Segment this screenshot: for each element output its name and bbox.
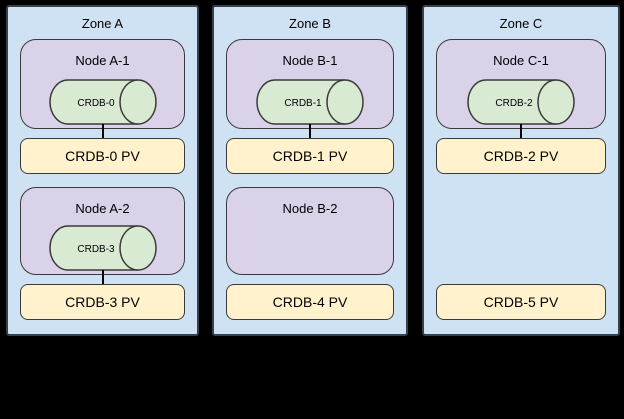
zone-c-title: Zone C [499,16,543,31]
connector-line [101,124,104,139]
database-cylinder-icon: CRDB-2 [467,79,575,125]
database-cylinder-icon: CRDB-1 [256,79,364,125]
node-a-1-title: Node A-1 [75,53,130,68]
pod-crdb-0-label: CRDB-0 [77,98,115,109]
pv-crdb-2-label: CRDB-2 PV [483,148,559,164]
node-a-2-title: Node A-2 [75,201,130,216]
node-b-1: Node B-1 CRDB-1 [226,39,394,129]
pv-crdb-1-label: CRDB-1 PV [272,148,348,164]
database-cylinder-icon: CRDB-0 [48,79,157,125]
pv-crdb-4: CRDB-4 PV [226,284,394,320]
zone-a: Zone A Node A-1 CRDB-0 CRDB-0 PV Node A-… [6,5,199,336]
pod-crdb-1-label: CRDB-1 [284,98,322,109]
connector-line [101,270,104,285]
pod-crdb-2-label: CRDB-2 [495,98,533,109]
zone-b-title: Zone B [289,16,331,31]
pv-crdb-1: CRDB-1 PV [226,138,394,174]
node-a-2: Node A-2 CRDB-3 [20,187,185,275]
node-c-1-title: Node C-1 [493,53,549,68]
node-c-1: Node C-1 CRDB-2 [436,39,606,129]
database-cylinder-icon: CRDB-3 [48,225,157,271]
node-b-2: Node B-2 [226,187,394,275]
pv-crdb-5-label: CRDB-5 PV [483,294,559,310]
pv-crdb-2: CRDB-2 PV [436,138,606,174]
zone-b: Zone B Node B-1 CRDB-1 CRDB-1 PV Node B-… [212,5,408,336]
connector-line [520,124,522,139]
zone-a-title: Zone A [81,16,124,31]
pod-crdb-3-label: CRDB-3 [77,244,115,255]
connector-line [309,124,311,139]
zone-c: Zone C Node C-1 CRDB-2 CRDB-2 PV CRDB-5 … [422,5,620,336]
node-a-1: Node A-1 CRDB-0 [20,39,185,129]
pv-crdb-5: CRDB-5 PV [436,284,606,320]
pv-crdb-3: CRDB-3 PV [20,284,185,320]
node-b-2-title: Node B-2 [282,201,338,216]
pv-crdb-4-label: CRDB-4 PV [272,294,348,310]
pv-crdb-0-label: CRDB-0 PV [65,148,140,164]
pv-crdb-0: CRDB-0 PV [20,138,185,174]
node-b-1-title: Node B-1 [282,53,338,68]
pv-crdb-3-label: CRDB-3 PV [65,294,140,310]
